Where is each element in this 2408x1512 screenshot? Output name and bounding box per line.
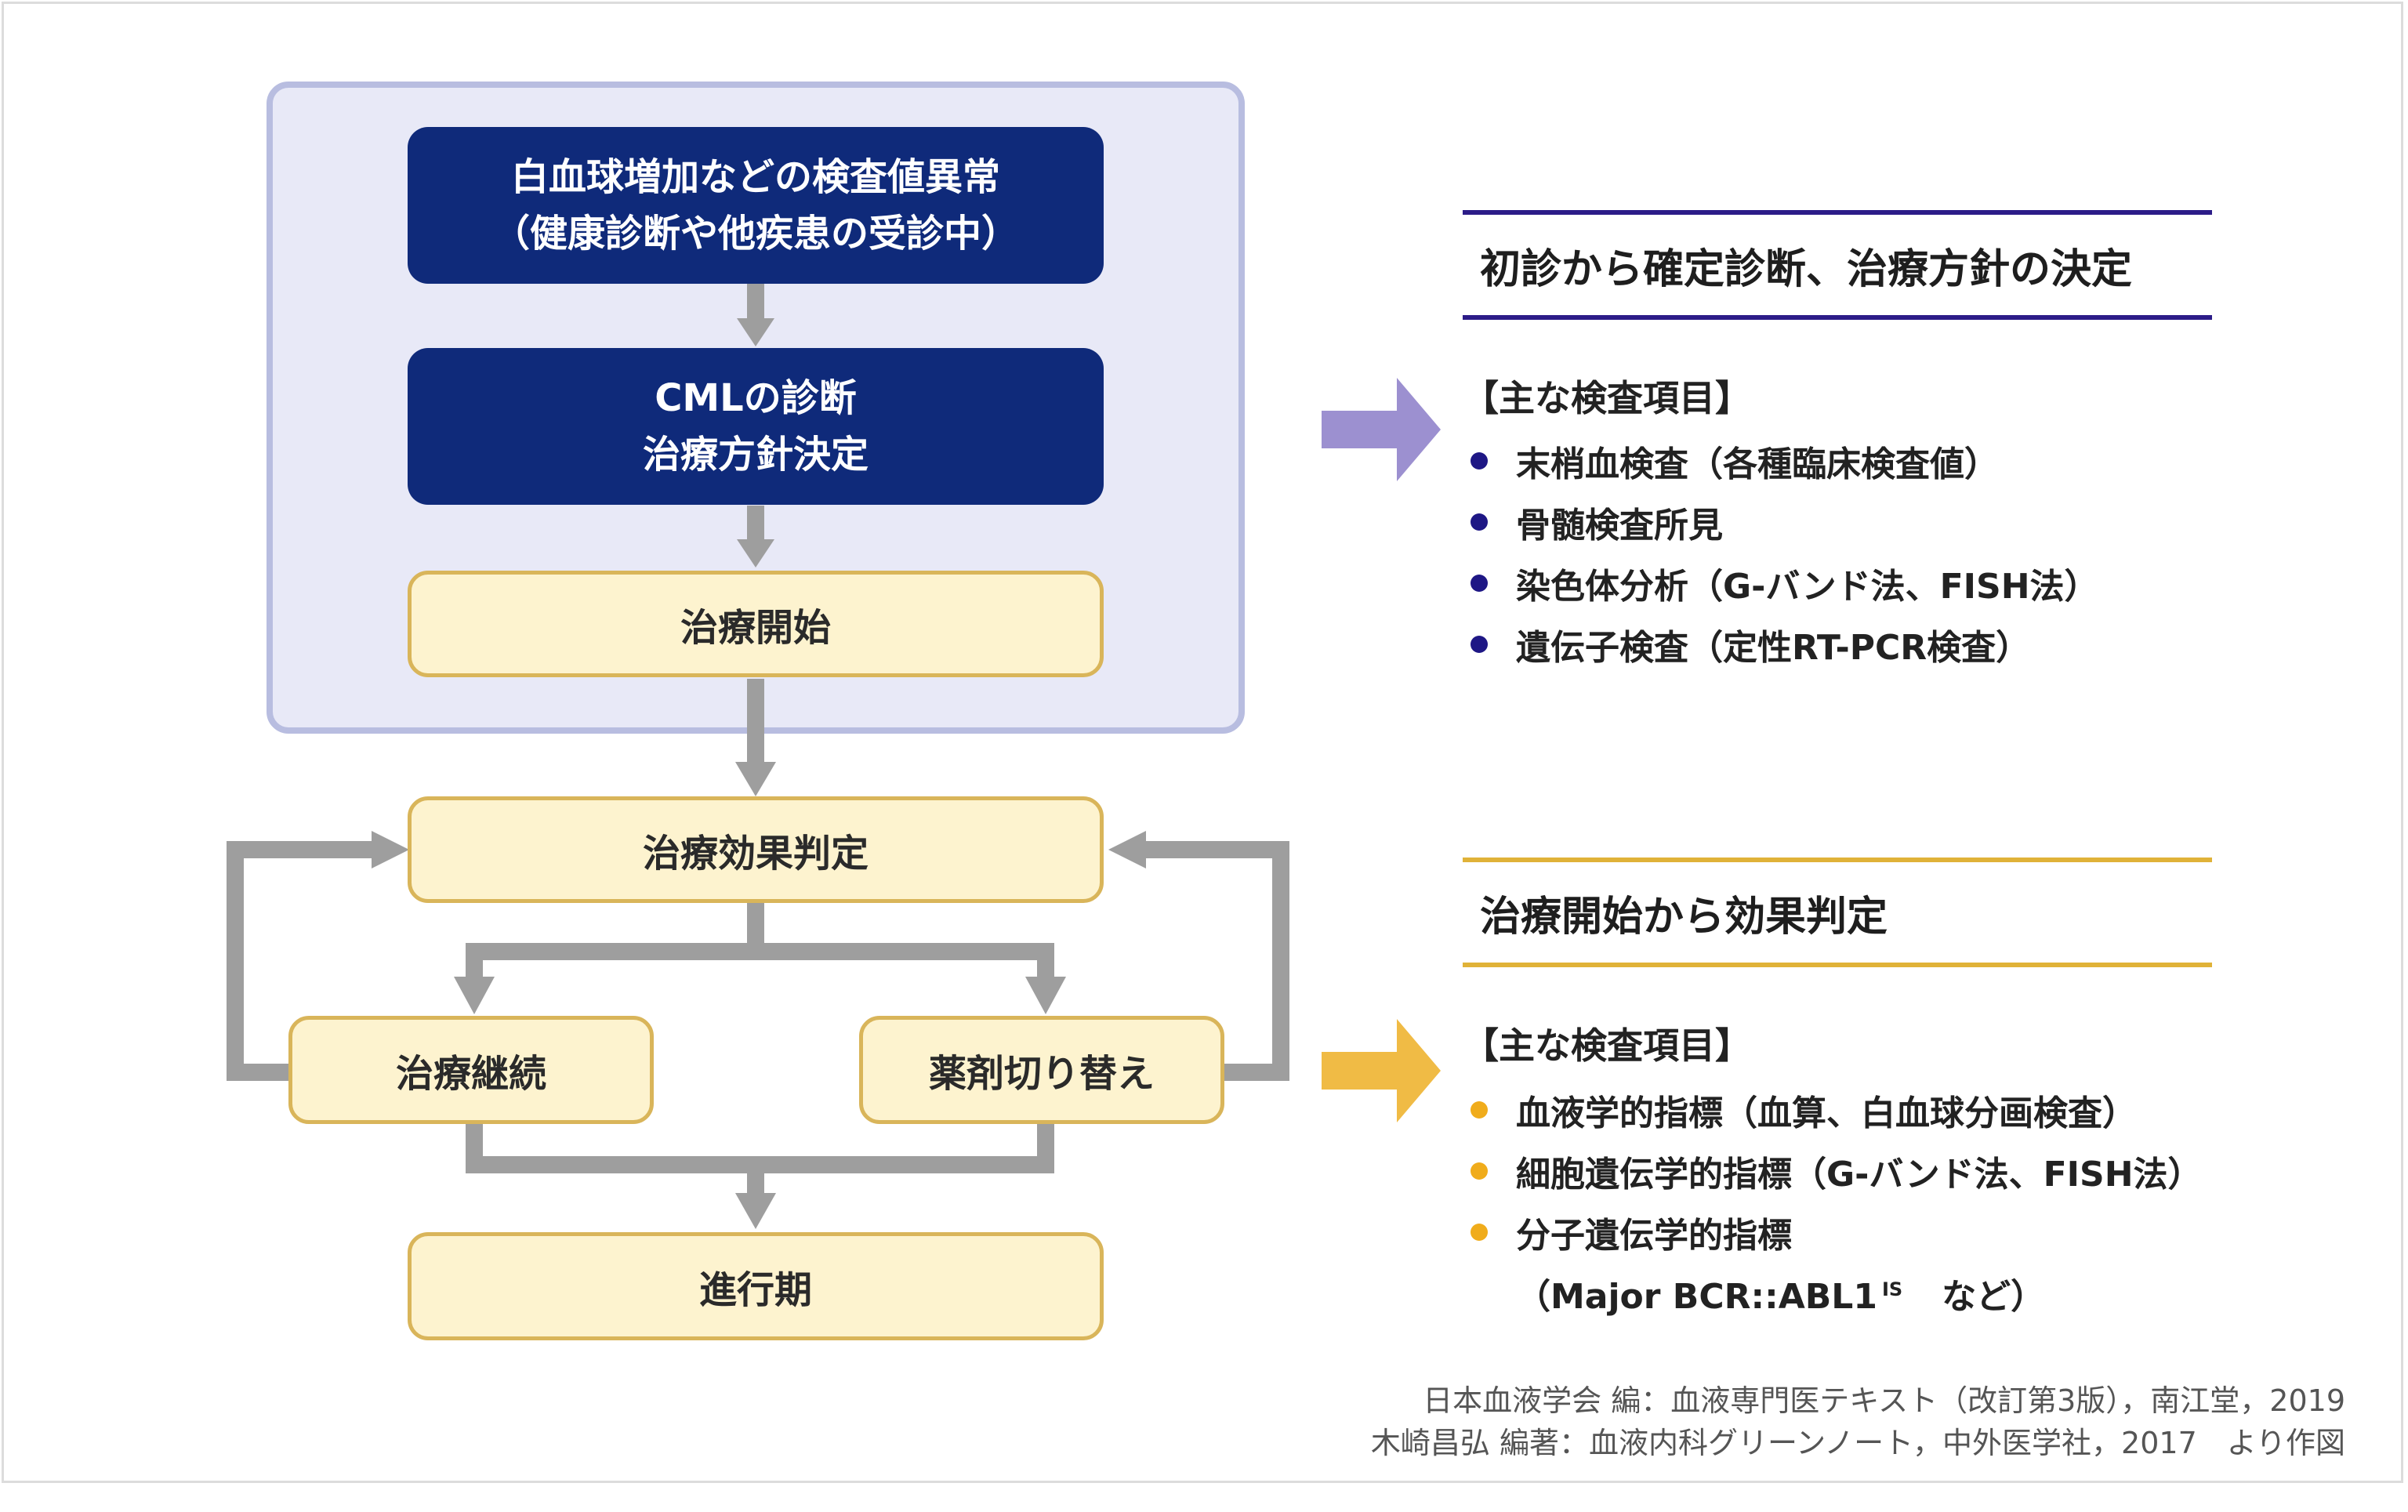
connector-continue-loop [227, 841, 376, 1081]
connector-evaluation-split-right [756, 943, 1054, 981]
bullet-icon [1471, 636, 1488, 653]
node-switch-label: 薬剤切り替え [928, 1052, 1155, 1096]
bullet-icon [1471, 452, 1488, 470]
node-evaluation-label: 治療効果判定 [642, 832, 869, 876]
arrowhead-to-advanced [735, 1193, 776, 1229]
section1-item: 末梢血検査（各種臨床検査値） [1471, 436, 1999, 486]
bullet-icon [1471, 1162, 1488, 1180]
purple-pointer-arrow [1322, 378, 1441, 481]
bullet-icon [1471, 1101, 1488, 1119]
node-diagnosis-line2: 治療方針決定 [642, 433, 869, 477]
node-treatment-start: 治療開始 [408, 571, 1104, 677]
continuation-post: など） [1942, 1277, 2046, 1317]
arrowhead-loop-left [372, 831, 409, 868]
section2-item-text: 血液学的指標（血算、白血球分画検査） [1516, 1093, 2137, 1133]
section2-item-text: 細胞遺伝学的指標（G-バンド法、FISH法） [1516, 1155, 2203, 1195]
section1-title-text: 初診から確定診断、治療方針の決定 [1480, 245, 2133, 293]
node-treatment-start-label: 治療開始 [680, 606, 831, 650]
node-abnormal-values: 白血球増加などの検査値異常 （健康診断や他疾患の受診中） [408, 127, 1104, 284]
connector-switch-loop [1141, 841, 1289, 1081]
node-drug-switch: 薬剤切り替え [859, 1016, 1224, 1124]
node-abnormal-line2: （健康診断や他疾患の受診中） [491, 212, 1019, 256]
section2-list-heading: 【主な検査項目】 [1463, 1024, 1751, 1067]
node-diagnosis-line1: CMLの診断 [655, 376, 857, 420]
node-treatment-continue: 治療継続 [288, 1016, 654, 1124]
section1-item-text: 末梢血検査（各種臨床検査値） [1516, 444, 1999, 484]
arrowhead-to-diagnosis [737, 318, 774, 346]
node-continue-label: 治療継続 [395, 1052, 546, 1096]
connector-merge [466, 1124, 1054, 1173]
section1-item: 遺伝子検査（定性RT-PCR検査） [1471, 619, 2030, 669]
section1-item-text: 染色体分析（G-バンド法、FISH法） [1516, 567, 2099, 607]
reference-line: 日本血液学会 編：血液専門医テキスト（改訂第3版），南江堂，2019 [1423, 1383, 2345, 1418]
section1-item-text: 骨髄検査所見 [1516, 506, 1723, 546]
section1-item: 染色体分析（G-バンド法、FISH法） [1471, 558, 2099, 608]
arrowhead-to-continue [454, 977, 495, 1014]
reference-line: 木崎昌弘 編著：血液内科グリーンノート，中外医学社，2017 より作図 [1370, 1426, 2345, 1460]
section1-title: 初診から確定診断、治療方針の決定 [1463, 210, 2212, 320]
node-cml-diagnosis: CMLの診断 治療方針決定 [408, 348, 1104, 505]
section2-title-text: 治療開始から効果判定 [1480, 893, 1888, 941]
section2-title: 治療開始から効果判定 [1463, 858, 2212, 967]
bullet-icon [1471, 513, 1488, 531]
section1-list-heading: 【主な検査項目】 [1463, 377, 1751, 419]
section1-item: 骨髄検査所見 [1471, 497, 1723, 547]
bullet-icon [1471, 575, 1488, 592]
connector-evaluation-split [466, 903, 764, 981]
node-treatment-evaluation: 治療効果判定 [408, 796, 1104, 903]
arrowhead-to-switch [1025, 977, 1066, 1014]
node-advanced-label: 進行期 [698, 1268, 812, 1312]
section2-item: 分子遺伝学的指標 [1471, 1207, 1792, 1257]
arrowhead-loop-right [1108, 831, 1146, 868]
section2-item-text: 分子遺伝学的指標 [1516, 1216, 1792, 1256]
section2-item: 血液学的指標（血算、白血球分画検査） [1471, 1085, 2137, 1135]
continuation-pre: （Major BCR::ABL1 [1516, 1277, 1877, 1317]
gold-pointer-arrow [1322, 1019, 1441, 1122]
arrowhead-to-start [737, 539, 774, 567]
node-abnormal-line1: 白血球増加などの検査値異常 [510, 155, 1000, 199]
bullet-icon [1471, 1224, 1488, 1241]
section1-item-text: 遺伝子検査（定性RT-PCR検査） [1516, 628, 2031, 668]
node-advanced-phase: 進行期 [408, 1232, 1104, 1340]
section2-item: 細胞遺伝学的指標（G-バンド法、FISH法） [1471, 1146, 2203, 1196]
arrowhead-to-evaluation [735, 762, 776, 796]
continuation-superscript: IS [1881, 1278, 1903, 1301]
